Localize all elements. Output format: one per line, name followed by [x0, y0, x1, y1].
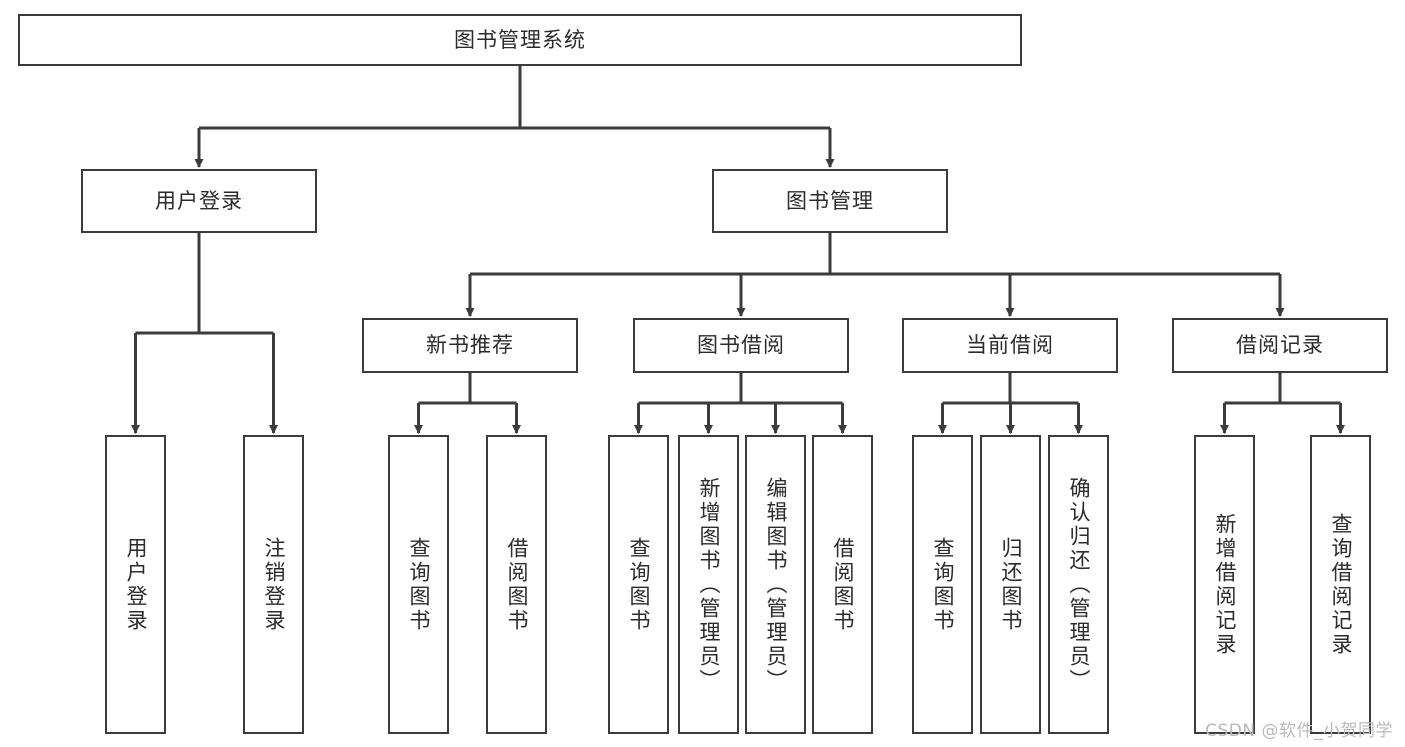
node-leaf-borrow-book-2[interactable]: 借阅图书 — [812, 435, 873, 734]
node-label: 图书管理系统 — [454, 27, 586, 52]
node-leaf-confirm-return[interactable]: 确认归还（管理员） — [1048, 435, 1109, 734]
node-book-manage[interactable]: 图书管理 — [712, 169, 948, 233]
node-root[interactable]: 图书管理系统 — [18, 14, 1022, 66]
node-label: 查询借阅记录 — [1329, 512, 1353, 657]
node-leaf-logout-login[interactable]: 注销登录 — [243, 435, 304, 734]
node-label: 用户登录 — [124, 536, 148, 633]
node-label: 用户登录 — [155, 188, 243, 213]
node-book-borrow[interactable]: 图书借阅 — [633, 318, 849, 373]
node-current-borrow[interactable]: 当前借阅 — [902, 318, 1118, 373]
node-leaf-add-borrow-record[interactable]: 新增借阅记录 — [1194, 435, 1255, 734]
node-label: 借阅图书 — [831, 536, 855, 633]
node-borrow-record[interactable]: 借阅记录 — [1172, 318, 1388, 373]
node-label: 借阅记录 — [1236, 333, 1324, 358]
node-label: 新增借阅记录 — [1213, 512, 1237, 657]
node-new-book-recommend[interactable]: 新书推荐 — [362, 318, 578, 373]
node-label: 查询图书 — [931, 536, 955, 633]
node-label: 注销登录 — [262, 536, 286, 633]
node-label: 查询图书 — [407, 536, 431, 633]
csdn-watermark: CSDN @软件_小贺同学 — [1205, 721, 1393, 741]
node-leaf-query-book-2[interactable]: 查询图书 — [608, 435, 669, 734]
node-leaf-query-borrow-record[interactable]: 查询借阅记录 — [1310, 435, 1371, 734]
node-leaf-query-book-3[interactable]: 查询图书 — [912, 435, 973, 734]
node-leaf-user-login[interactable]: 用户登录 — [105, 435, 166, 734]
node-leaf-edit-book-admin[interactable]: 编辑图书（管理员） — [745, 435, 806, 734]
node-label: 新增图书（管理员） — [697, 476, 721, 693]
node-leaf-add-book-admin[interactable]: 新增图书（管理员） — [678, 435, 739, 734]
node-leaf-return-book[interactable]: 归还图书 — [980, 435, 1041, 734]
node-user-login[interactable]: 用户登录 — [81, 169, 317, 233]
node-label: 图书管理 — [786, 188, 874, 213]
node-label: 查询图书 — [627, 536, 651, 633]
node-label: 当前借阅 — [966, 333, 1054, 358]
node-label: 借阅图书 — [505, 536, 529, 633]
node-label: 图书借阅 — [697, 333, 785, 358]
node-label: 新书推荐 — [426, 333, 514, 358]
node-label: 确认归还（管理员） — [1067, 476, 1091, 693]
node-label: 编辑图书（管理员） — [764, 476, 788, 693]
node-leaf-borrow-book-1[interactable]: 借阅图书 — [486, 435, 547, 734]
node-leaf-query-book-1[interactable]: 查询图书 — [388, 435, 449, 734]
node-label: 归还图书 — [999, 536, 1023, 633]
